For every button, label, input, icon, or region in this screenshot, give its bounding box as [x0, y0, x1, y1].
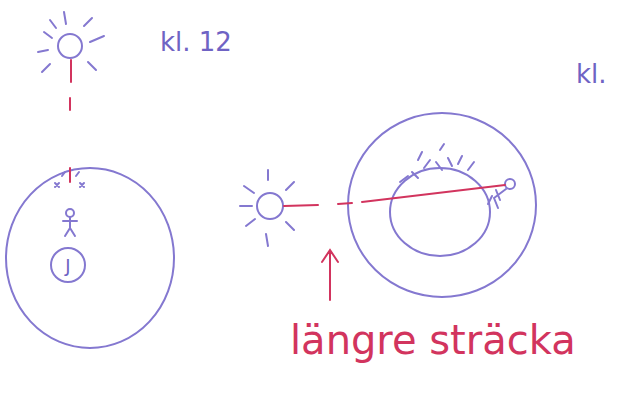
person-head — [66, 209, 74, 217]
air-marks — [400, 144, 474, 182]
atmosphere — [348, 113, 536, 297]
sun-rays — [240, 170, 294, 246]
handwritten-label: kl. 12 — [160, 28, 232, 57]
earth-circle: J — [50, 247, 86, 283]
sun-ray-line — [70, 60, 71, 182]
pointer-arrow — [322, 250, 338, 300]
sun — [58, 34, 82, 58]
node-label: J — [65, 255, 70, 276]
atmosphere — [6, 168, 174, 348]
sun-ray-line — [284, 185, 505, 206]
person-head — [505, 179, 515, 189]
handwritten-label: kl. — [576, 60, 607, 89]
person-body — [488, 189, 506, 208]
person-body — [63, 217, 77, 236]
earth — [390, 168, 490, 256]
handwritten-label: längre sträcka — [290, 318, 576, 362]
node-text-wrap: J — [50, 247, 86, 283]
sun — [257, 193, 283, 219]
